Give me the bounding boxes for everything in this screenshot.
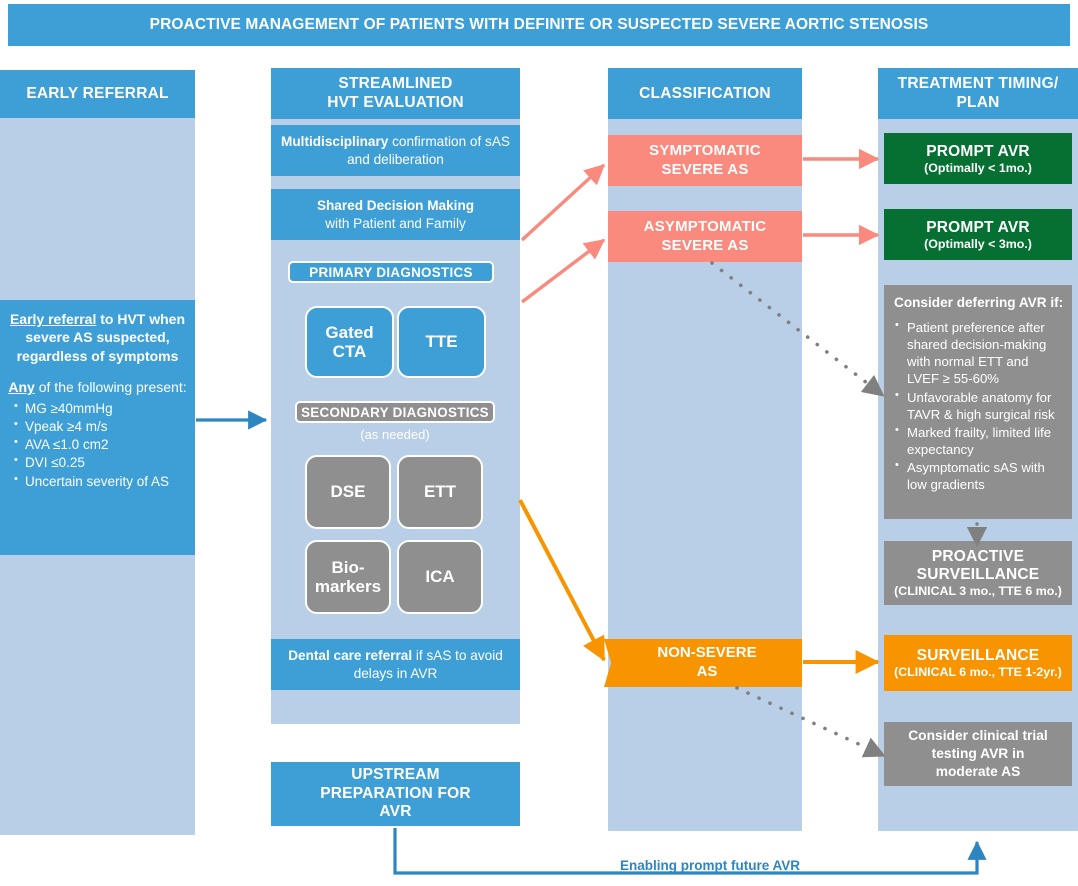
primary-diagnostics-label: PRIMARY DIAGNOSTICS <box>288 261 494 283</box>
column-header-hvt-line1: STREAMLINED <box>338 75 453 93</box>
arrow-hvt-to-asymptomatic <box>520 238 606 304</box>
arrow-hvt-to-non-severe <box>518 499 606 662</box>
clinical-trial-line1: Consider clinical trial <box>908 727 1048 743</box>
classification-non-severe-as[interactable]: NON-SEVERE AS <box>604 639 802 687</box>
list-item: Asymptomatic sAS with low gradients <box>894 458 1064 493</box>
prompt-avr-2-box[interactable]: PROMPT AVR (Optimally < 3mo.) <box>884 209 1072 260</box>
column-header-hvt-evaluation: STREAMLINED HVT EVALUATION <box>271 68 520 119</box>
bottom-arrow-label: Enabling prompt future AVR <box>620 858 800 873</box>
nonsevere-line2: AS <box>696 663 718 680</box>
list-item: Marked frailty, limited life expectancy <box>894 423 1064 458</box>
early-referral-any-rest: of the following present: <box>34 379 187 396</box>
consider-deferring-avr-box: Consider deferring AVR if: Patient prefe… <box>884 285 1072 519</box>
tile-ett[interactable]: ETT <box>397 455 483 529</box>
prompt-avr-1-sub: (Optimally < 1mo.) <box>924 160 1032 175</box>
surveillance-title: SURVEILLANCE <box>916 647 1040 664</box>
dental-bold: Dental care referral <box>288 647 413 663</box>
column-header-treatment: TREATMENT TIMING/ PLAN <box>878 68 1078 119</box>
list-item: DVI ≤0.25 <box>12 453 187 471</box>
upstream-preparation-box: UPSTREAM PREPARATION FOR AVR <box>271 762 520 826</box>
multidisciplinary-bold: Multidisciplinary <box>281 133 389 149</box>
tile-biomarkers[interactable]: Bio-markers <box>305 540 391 614</box>
upstream-line1: UPSTREAM <box>351 766 440 784</box>
column-header-classification: CLASSIFICATION <box>608 68 802 119</box>
multidisciplinary-rest: confirmation of sAS and deliberation <box>347 133 510 167</box>
arrow-hvt-to-symptomatic <box>520 163 606 242</box>
prompt-avr-2-title: PROMPT AVR <box>926 218 1030 236</box>
early-referral-lead-rest: to HVT when severe AS suspected, regardl… <box>16 311 186 364</box>
list-item: Patient preference after shared decision… <box>894 318 1064 388</box>
prompt-avr-1-title: PROMPT AVR <box>926 142 1030 160</box>
symptomatic-line2: SEVERE AS <box>661 160 749 178</box>
list-item: AVA ≤1.0 cm2 <box>12 435 187 453</box>
proactive-surveillance-line2: SURVEILLANCE <box>916 566 1040 583</box>
proactive-surveillance-box[interactable]: PROACTIVE SURVEILLANCE (CLINICAL 3 mo., … <box>884 541 1072 605</box>
tile-dse[interactable]: DSE <box>305 455 391 529</box>
column-header-hvt-line2: HVT EVALUATION <box>327 93 464 111</box>
dental-rest: if sAS to avoid delays in AVR <box>353 647 503 681</box>
defer-title: Consider deferring AVR if: <box>894 295 1064 310</box>
surveillance-sub: (CLINICAL 6 mo., TTE 1-2yr.) <box>894 665 1062 679</box>
tile-tte[interactable]: TTE <box>397 306 486 378</box>
secondary-diagnostics-label: SECONDARY DIAGNOSTICS <box>295 401 495 423</box>
upstream-line3: AVR <box>379 803 412 821</box>
early-referral-criteria-list: MG ≥40mmHg Vpeak ≥4 m/s AVA ≤1.0 cm2 DVI… <box>8 399 187 490</box>
secondary-diagnostics-note: (as needed) <box>360 427 430 442</box>
list-item: MG ≥40mmHg <box>12 399 187 417</box>
proactive-surveillance-line1: PROACTIVE <box>931 548 1025 565</box>
list-item: Unfavorable anatomy for TAVR & high surg… <box>894 388 1064 423</box>
surveillance-box[interactable]: SURVEILLANCE (CLINICAL 6 mo., TTE 1-2yr.… <box>884 635 1072 691</box>
classification-symptomatic-severe-as[interactable]: SYMPTOMATIC SEVERE AS <box>608 135 802 186</box>
clinical-trial-line3: moderate AS <box>935 764 1021 780</box>
shared-decision-making-box: Shared Decision Making with Patient and … <box>271 189 520 240</box>
defer-list: Patient preference after shared decision… <box>894 318 1064 494</box>
classification-asymptomatic-severe-as[interactable]: ASYMPTOMATIC SEVERE AS <box>608 211 802 262</box>
nonsevere-line1: NON-SEVERE <box>657 644 757 662</box>
clinical-trial-line2: testing AVR in <box>931 745 1025 761</box>
early-referral-detail-box: Early referral to HVT when severe AS sus… <box>0 300 195 555</box>
dental-care-referral-box: Dental care referral if sAS to avoid del… <box>271 639 520 690</box>
proactive-surveillance-sub: (CLINICAL 3 mo., TTE 6 mo.) <box>894 584 1062 598</box>
multidisciplinary-confirmation-box: Multidisciplinary confirmation of sAS an… <box>271 125 520 176</box>
column-header-early-referral: EARLY REFERRAL <box>0 70 195 118</box>
early-referral-any-heading: Any of the following present: <box>8 378 187 396</box>
shared-decision-bold: Shared Decision Making <box>316 197 475 213</box>
treatment-header-line2: PLAN <box>956 93 1000 111</box>
early-referral-lead-prefix: Early referral <box>9 311 97 327</box>
tile-ica[interactable]: ICA <box>397 540 483 614</box>
clinical-trial-box[interactable]: Consider clinical trial testing AVR in m… <box>884 722 1072 786</box>
column-hvt-evaluation-background <box>271 68 520 724</box>
list-item: Vpeak ≥4 m/s <box>12 417 187 435</box>
prompt-avr-2-sub: (Optimally < 3mo.) <box>924 236 1032 251</box>
early-referral-any-prefix: Any <box>8 379 35 396</box>
treatment-header-line1: TREATMENT TIMING/ <box>897 75 1059 93</box>
asymptomatic-line2: SEVERE AS <box>661 236 749 254</box>
list-item: Uncertain severity of AS <box>12 472 187 490</box>
upstream-line2: PREPARATION FOR <box>320 784 471 802</box>
prompt-avr-1-box[interactable]: PROMPT AVR (Optimally < 1mo.) <box>884 133 1072 184</box>
symptomatic-line1: SYMPTOMATIC <box>649 141 761 159</box>
asymptomatic-line1: ASYMPTOMATIC <box>643 217 767 235</box>
page-title: PROACTIVE MANAGEMENT OF PATIENTS WITH DE… <box>8 4 1070 46</box>
early-referral-lead-text: Early referral to HVT when severe AS sus… <box>8 310 187 365</box>
shared-decision-rest: with Patient and Family <box>325 215 466 231</box>
